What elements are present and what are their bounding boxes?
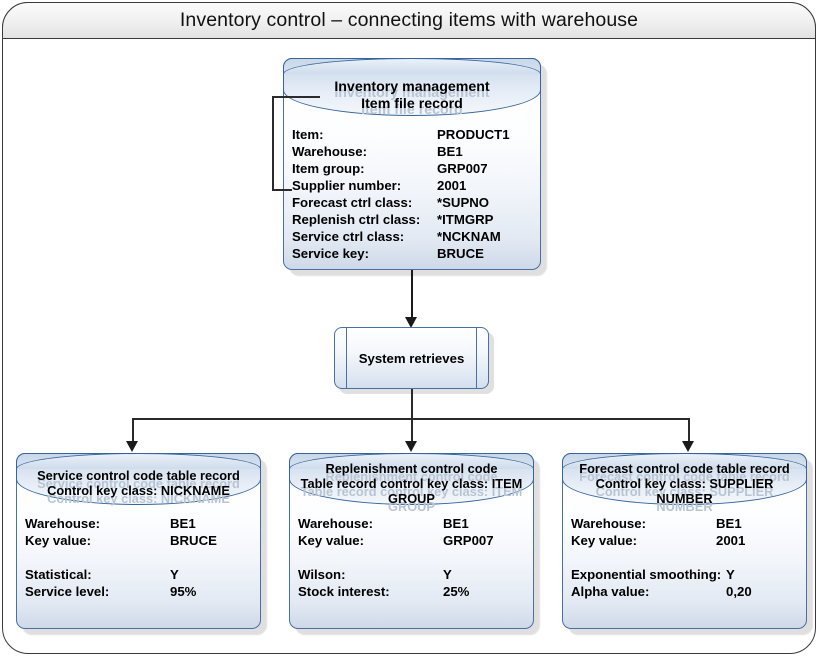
field-value: PRODUCT1 bbox=[437, 127, 510, 142]
node-service-control-code-table-record: Service control code table record Contro… bbox=[15, 452, 267, 635]
node-body bbox=[334, 327, 489, 389]
field-row: Wilson: Y bbox=[298, 566, 525, 583]
field-label: Warehouse: bbox=[292, 144, 367, 159]
field-row: Key value: 2001 bbox=[571, 532, 798, 549]
field-row: Stock interest: 25% bbox=[298, 583, 525, 600]
arrowhead-to-replenishment-table bbox=[405, 441, 417, 452]
arrowhead-to-forecast-table bbox=[682, 441, 694, 452]
node-field-list: Warehouse: BE1 Key value: 2001 Exponenti… bbox=[571, 515, 798, 600]
field-value: *ITMGRP bbox=[437, 212, 494, 227]
field-label: Warehouse: bbox=[25, 516, 100, 531]
field-value: BE1 bbox=[170, 516, 196, 531]
node-header-label: Forecast control code table record Contr… bbox=[579, 461, 790, 506]
field-label: Supplier number: bbox=[292, 178, 402, 193]
field-row: Service key: BRUCE bbox=[292, 245, 532, 262]
process-bar-right bbox=[475, 328, 477, 388]
field-value: Y bbox=[170, 567, 179, 582]
field-value: BE1 bbox=[716, 516, 742, 531]
field-row: Warehouse: BE1 bbox=[571, 515, 798, 532]
node-replenishment-control-code-table-record: Replenishment control code Table record … bbox=[288, 452, 540, 635]
field-value: BE1 bbox=[437, 144, 463, 159]
field-row: Warehouse: BE1 bbox=[292, 143, 532, 160]
node-header-label: Replenishment control code Table record … bbox=[300, 461, 523, 506]
connector-branch-center bbox=[411, 418, 413, 444]
field-row: Service level: 95% bbox=[25, 583, 252, 600]
connector-source-to-process bbox=[411, 270, 413, 319]
field-row-spacer bbox=[571, 549, 798, 566]
field-value: Y bbox=[443, 567, 452, 582]
node-forecast-control-code-table-record: Forecast control code table record Contr… bbox=[561, 452, 813, 635]
field-value: BRUCE bbox=[170, 533, 217, 548]
node-header-cap: Inventory management Item file record In… bbox=[282, 57, 542, 118]
field-value: 0,20 bbox=[726, 584, 752, 599]
field-value: 2001 bbox=[716, 533, 746, 548]
field-row: Item group: GRP007 bbox=[292, 160, 532, 177]
node-system-retrieves: System retrieves bbox=[334, 327, 494, 394]
field-label: Service key: bbox=[292, 246, 369, 261]
field-row: Service ctrl class: *NCKNAM bbox=[292, 228, 532, 245]
field-label: Forecast ctrl class: bbox=[292, 195, 413, 210]
field-row: Warehouse: BE1 bbox=[298, 515, 525, 532]
node-field-list: Item: PRODUCT1 Warehouse: BE1 Item group… bbox=[292, 126, 532, 262]
field-row-spacer bbox=[298, 549, 525, 566]
bracket-stem bbox=[272, 96, 274, 190]
field-value: BRUCE bbox=[437, 246, 484, 261]
title-bar: Inventory control – connecting items wit… bbox=[2, 2, 816, 39]
field-value: GRP007 bbox=[443, 533, 494, 548]
field-value: BE1 bbox=[443, 516, 469, 531]
node-header-label: Service control code table record Contro… bbox=[37, 468, 240, 498]
field-label: Key value: bbox=[571, 533, 637, 548]
field-label: Item group: bbox=[292, 161, 365, 176]
field-label: Wilson: bbox=[298, 567, 346, 582]
field-value: 25% bbox=[443, 584, 470, 599]
field-row: Replenish ctrl class: *ITMGRP bbox=[292, 211, 532, 228]
field-value: *NCKNAM bbox=[437, 229, 501, 244]
field-row: Forecast ctrl class: *SUPNO bbox=[292, 194, 532, 211]
field-value: 95% bbox=[170, 584, 197, 599]
node-header-label: Inventory management Item file record bbox=[334, 79, 490, 112]
field-label: Warehouse: bbox=[571, 516, 646, 531]
field-row: Exponential smoothing: Y bbox=[571, 566, 798, 583]
field-label: Replenish ctrl class: bbox=[292, 212, 421, 227]
node-header-cap: Service control code table record Contro… bbox=[15, 452, 262, 506]
field-row: Key value: BRUCE bbox=[25, 532, 252, 549]
field-label: Item: bbox=[292, 127, 324, 142]
field-row: Item: PRODUCT1 bbox=[292, 126, 532, 143]
field-label: Key value: bbox=[298, 533, 364, 548]
field-row: Statistical: Y bbox=[25, 566, 252, 583]
process-label: System retrieves bbox=[358, 350, 465, 366]
node-field-list: Warehouse: BE1 Key value: GRP007 Wilson:… bbox=[298, 515, 525, 600]
field-value: Y bbox=[726, 567, 735, 582]
field-value: 2001 bbox=[437, 178, 467, 193]
field-label: Statistical: bbox=[25, 567, 92, 582]
field-label: Service level: bbox=[25, 584, 110, 599]
field-label: Warehouse: bbox=[298, 516, 373, 531]
node-header-cap: Forecast control code table record Contr… bbox=[561, 452, 808, 514]
bracket-top-arm bbox=[272, 96, 320, 98]
connector-branch-left bbox=[132, 418, 134, 444]
field-label: Service ctrl class: bbox=[292, 229, 405, 244]
node-header-cap: Replenishment control code Table record … bbox=[288, 452, 535, 514]
field-row: Alpha value: 0,20 bbox=[571, 583, 798, 600]
connector-branch-right bbox=[688, 418, 690, 444]
field-row: Supplier number: 2001 bbox=[292, 177, 532, 194]
field-label: Exponential smoothing: bbox=[571, 567, 722, 582]
field-row: Key value: GRP007 bbox=[298, 532, 525, 549]
node-inventory-management-item-file-record: Inventory management Item file record In… bbox=[282, 57, 547, 276]
node-field-list: Warehouse: BE1 Key value: BRUCE Statisti… bbox=[25, 515, 252, 600]
process-bar-left bbox=[346, 328, 348, 388]
field-label: Stock interest: bbox=[298, 584, 390, 599]
connector-process-stem bbox=[411, 389, 413, 419]
bracket-bottom-arm bbox=[272, 189, 292, 191]
field-value: *SUPNO bbox=[437, 195, 490, 210]
field-label: Alpha value: bbox=[571, 584, 650, 599]
field-value: GRP007 bbox=[437, 161, 488, 176]
field-row: Warehouse: BE1 bbox=[25, 515, 252, 532]
arrowhead-to-process bbox=[405, 317, 417, 328]
arrowhead-to-service-table bbox=[126, 441, 138, 452]
field-row-spacer bbox=[25, 549, 252, 566]
page-title: Inventory control – connecting items wit… bbox=[179, 9, 639, 31]
field-label: Key value: bbox=[25, 533, 91, 548]
